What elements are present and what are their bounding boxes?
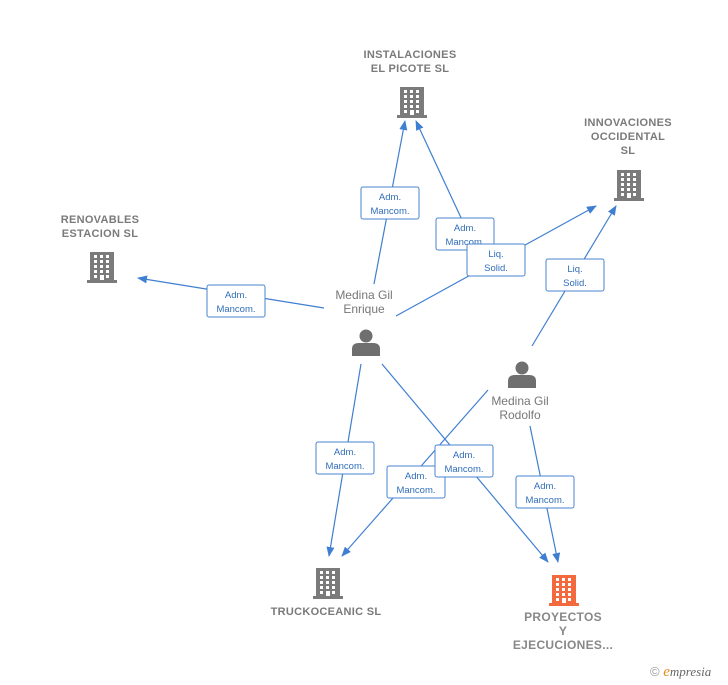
edge-label-box	[315, 441, 375, 475]
edge-labels-layer: Adm. Mancom. Adm. Mancom. Liq. Solid. Liq. Soli…	[206, 186, 605, 509]
building-icon	[87, 252, 117, 283]
edge-label-rodolfo-to-truckoceanic[interactable]: Adm. Mancom.	[386, 465, 446, 499]
edge-label-rodolfo-to-instalaciones[interactable]: Adm. Mancom.	[435, 217, 495, 251]
node-label-line: Enrique	[343, 302, 385, 316]
edge-label-rodolfo-to-innovaciones[interactable]: Liq. Solid.	[545, 258, 605, 292]
brand-logo-initial: e	[663, 664, 670, 680]
edge-label-box	[545, 258, 605, 292]
edge-label-text: Adm.	[453, 450, 475, 461]
edge-label-text: Adm.	[379, 192, 401, 203]
node-label-line: EJECUCIONES...	[513, 638, 613, 652]
edge-label-rodolfo-to-proyectos[interactable]: Adm. Mancom.	[515, 475, 575, 509]
edge-label-text: Mancom.	[325, 461, 364, 472]
edge-label-box	[435, 217, 495, 251]
node-label-line: ESTACION SL	[62, 228, 138, 240]
building-icon	[397, 87, 427, 118]
edge-label-box	[360, 186, 420, 220]
edge-label-text: Adm.	[405, 471, 427, 482]
node-label-line: Medina Gil	[335, 288, 392, 302]
edge-label-box	[206, 284, 266, 318]
node-label-line: RENOVABLES	[61, 214, 140, 226]
edge-label-text: Mancom.	[525, 495, 564, 506]
edge-label-text: Solid.	[563, 278, 587, 289]
edge-label-box	[466, 243, 526, 277]
node-proyectos[interactable]: PROYECTOSYEJECUCIONES...	[513, 575, 613, 652]
brand-logo-text: mpresia	[669, 664, 712, 679]
node-label-line: INSTALACIONES	[364, 49, 457, 61]
node-innovaciones[interactable]: INNOVACIONES OCCIDENTAL SL	[584, 117, 672, 201]
edge-label-box	[434, 444, 494, 478]
edge-label-text: Adm.	[334, 447, 356, 458]
edge-label-text: Liq.	[488, 249, 503, 260]
node-label-line: PROYECTOS	[524, 610, 602, 624]
edge-label-text: Mancom.	[444, 464, 483, 475]
copyright-symbol: ©	[650, 664, 660, 679]
edge-label-enrique-to-innovaciones[interactable]: Liq. Solid.	[466, 243, 526, 277]
edge-label-enrique-to-renovables[interactable]: Adm. Mancom.	[206, 284, 266, 318]
building-icon	[313, 568, 343, 599]
node-renovables[interactable]: RENOVABLES ESTACION SL	[61, 214, 140, 283]
edge-label-text: Adm.	[454, 223, 476, 234]
edge-label-enrique-to-instalaciones[interactable]: Adm. Mancom.	[360, 186, 420, 220]
edge-label-box	[515, 475, 575, 509]
person-icon	[508, 361, 536, 388]
nodes-layer: INSTALACIONES EL PICOTE SL INNOVACIONES OCC…	[61, 49, 672, 652]
edge-label-text: Mancom.	[396, 485, 435, 496]
node-label-line: INNOVACIONES	[584, 117, 672, 129]
edge-label-text: Adm.	[534, 481, 556, 492]
edge-label-text: Liq.	[567, 264, 582, 275]
node-label-line: Y	[559, 624, 567, 638]
node-label-line: Rodolfo	[499, 408, 541, 422]
edge-label-box	[386, 465, 446, 499]
building-icon	[614, 170, 644, 201]
edge-label-text: Mancom.	[445, 237, 484, 248]
edge-label-text: Mancom.	[216, 304, 255, 315]
node-label-line: Medina Gil	[491, 394, 548, 408]
edge-label-enrique-to-proyectos[interactable]: Adm. Mancom.	[434, 444, 494, 478]
node-instalaciones[interactable]: INSTALACIONES EL PICOTE SL	[364, 49, 457, 118]
node-label-line: OCCIDENTAL	[591, 131, 665, 143]
node-truckoceanic[interactable]: TRUCKOCEANIC SL	[271, 568, 382, 618]
building-icon	[549, 575, 579, 606]
node-label-line: SL	[621, 145, 636, 157]
person-icon	[352, 329, 380, 356]
edge-label-text: Adm.	[225, 290, 247, 301]
node-label-line: TRUCKOCEANIC SL	[271, 606, 382, 618]
edge-rodolfo-to-instalaciones	[415, 120, 464, 223]
edge-label-text: Mancom.	[370, 206, 409, 217]
edge-label-enrique-to-truckoceanic[interactable]: Adm. Mancom.	[315, 441, 375, 475]
footer-brand: © empresia	[650, 664, 711, 681]
edge-label-text: Solid.	[484, 263, 508, 274]
node-label-line: EL PICOTE SL	[371, 63, 450, 75]
